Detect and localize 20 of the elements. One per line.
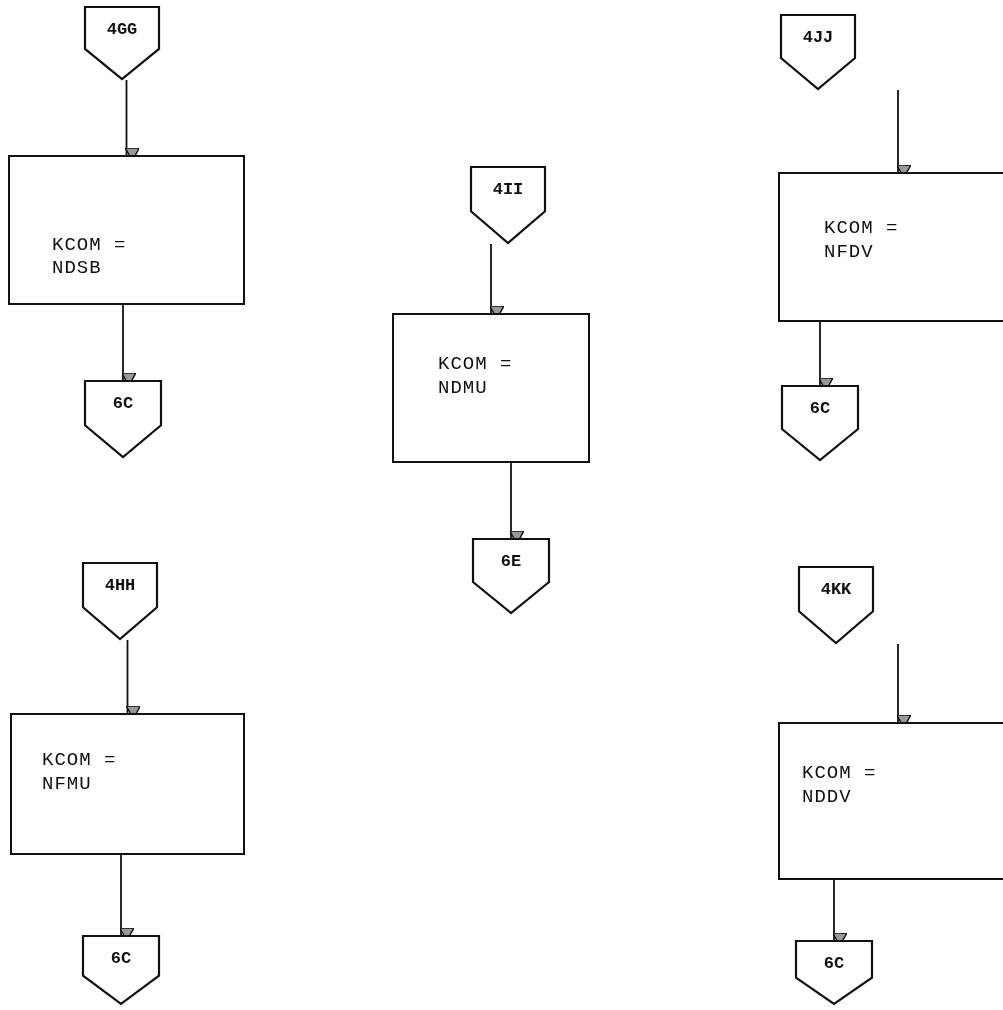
offpage-connector: 6C [84, 380, 162, 458]
offpage-connector: 6E [472, 538, 550, 614]
assignment-text: KCOM = NDSB [52, 233, 128, 281]
process-box [8, 155, 245, 305]
offpage-connector: 4KK [798, 566, 874, 644]
process-box [392, 313, 590, 463]
offpage-connector: 4HH [82, 562, 158, 640]
assignment-text: KCOM = NFMU [42, 749, 118, 797]
offpage-connector: 4II [470, 166, 546, 244]
process-box [10, 713, 245, 855]
offpage-connector: 6C [795, 940, 873, 1005]
offpage-connector: 4JJ [780, 14, 856, 90]
process-box [778, 172, 1003, 322]
process-box [778, 722, 1003, 880]
offpage-connector: 4GG [84, 6, 160, 80]
offpage-connector: 6C [781, 385, 859, 461]
assignment-text: KCOM = NFDV [824, 217, 900, 265]
assignment-text: KCOM = NDMU [438, 353, 514, 401]
assignment-text: KCOM = NDDV [802, 762, 878, 810]
offpage-connector: 6C [82, 935, 160, 1005]
